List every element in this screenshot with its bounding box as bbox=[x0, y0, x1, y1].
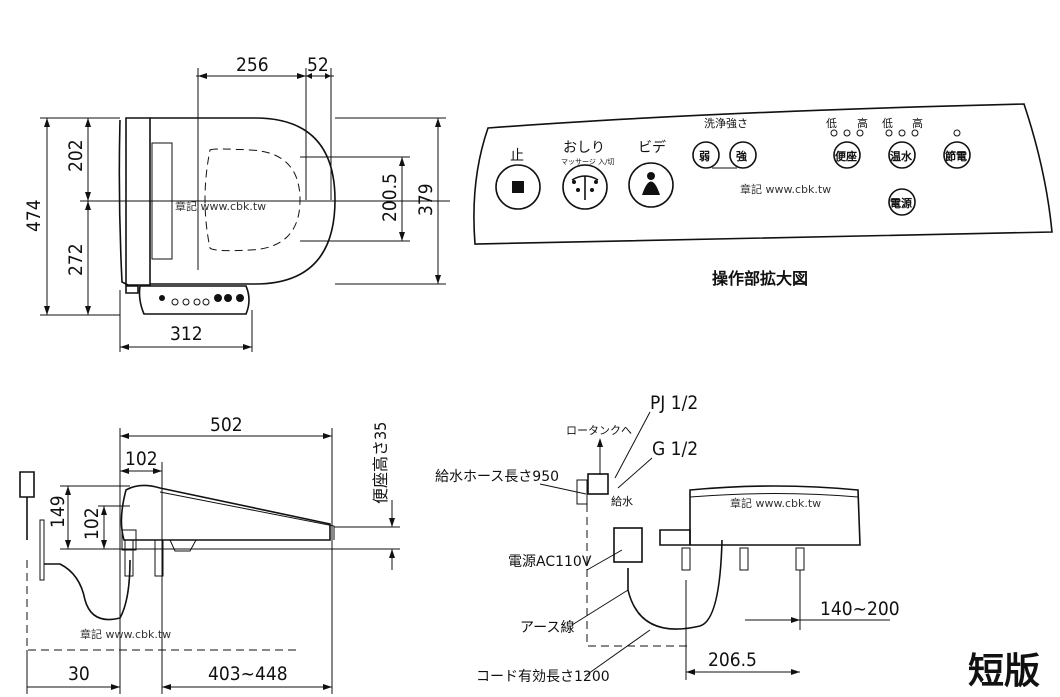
version-label: 短版 bbox=[968, 651, 1040, 692]
lowtank-label: ロータンクへ bbox=[566, 424, 632, 437]
warm-water-label: 温水 bbox=[890, 149, 913, 163]
dim-256: 256 bbox=[236, 54, 269, 76]
dim-30: 30 bbox=[68, 663, 90, 685]
dim-seat-height: 便座高さ35 bbox=[371, 422, 390, 504]
power-label: 電源 bbox=[890, 196, 912, 210]
stop-square-icon bbox=[512, 181, 524, 193]
dim-149: 149 bbox=[47, 495, 69, 528]
weak-button[interactable] bbox=[692, 141, 720, 169]
dim-52: 52 bbox=[307, 54, 329, 76]
warm-water-button[interactable] bbox=[888, 141, 916, 169]
dim-474: 474 bbox=[23, 199, 45, 232]
dim-102a: 102 bbox=[125, 448, 158, 470]
install-view: PJ 1/2 ロータンクへ G 1/2 給水ホース長さ950 給水 電源AC11… bbox=[435, 392, 900, 685]
dim-202: 202 bbox=[65, 139, 87, 172]
save-label: 節電 bbox=[945, 149, 967, 163]
strong-button[interactable] bbox=[729, 141, 757, 169]
dim-502: 502 bbox=[210, 414, 243, 436]
watermark: 章記 www.cbk.tw bbox=[730, 496, 821, 510]
watermark: 章記 www.cbk.tw bbox=[80, 627, 171, 641]
weak-label: 弱 bbox=[699, 150, 710, 163]
earth-label: アース線 bbox=[520, 620, 574, 636]
dim-379: 379 bbox=[415, 183, 437, 216]
watermark: 章記 www.cbk.tw bbox=[175, 199, 266, 213]
bidet-button[interactable] bbox=[628, 162, 674, 208]
dim-102b: 102 bbox=[81, 507, 103, 540]
dim-272: 272 bbox=[65, 243, 87, 276]
power-button[interactable] bbox=[888, 188, 916, 216]
strength-title: 洗浄強さ bbox=[704, 116, 748, 130]
bidet-label: ビデ bbox=[638, 139, 666, 156]
power-label: 電源AC110V bbox=[508, 554, 592, 570]
oshiri-spray-icon bbox=[571, 175, 599, 200]
control-panel: 止 おしり マッサージ 入/切 ビデ 洗浄強さ 弱 強 低 高 便座 低 高 温… bbox=[473, 103, 1053, 288]
stop-label: 止 bbox=[510, 148, 524, 164]
seat-high-label: 高 bbox=[857, 116, 868, 130]
dim-range: 403~448 bbox=[208, 663, 288, 685]
supply-label: 給水 bbox=[611, 494, 633, 508]
hose-label: 給水ホース長さ950 bbox=[435, 469, 559, 485]
seat-low-label: 低 bbox=[826, 117, 837, 130]
dim-140-200: 140~200 bbox=[820, 598, 900, 620]
top-view: 256 52 474 202 272 200.5 bbox=[23, 54, 450, 352]
dim-200-5: 200.5 bbox=[379, 173, 401, 222]
dim-206-5: 206.5 bbox=[708, 649, 757, 671]
cord-label: コード有効長さ1200 bbox=[476, 669, 610, 685]
save-button[interactable] bbox=[943, 141, 971, 169]
pj-label: PJ 1/2 bbox=[650, 392, 698, 414]
oshiri-label: おしり bbox=[563, 140, 605, 156]
dim-312: 312 bbox=[170, 323, 203, 345]
seat-label: 便座 bbox=[835, 149, 857, 163]
strong-label: 強 bbox=[736, 149, 747, 163]
water-high-label: 高 bbox=[912, 116, 923, 130]
water-low-label: 低 bbox=[882, 117, 893, 130]
massage-label: マッサージ 入/切 bbox=[561, 158, 614, 166]
oshiri-button[interactable] bbox=[562, 164, 608, 210]
seat-button[interactable] bbox=[833, 141, 861, 169]
bidet-icon bbox=[642, 181, 660, 195]
stop-button[interactable] bbox=[495, 164, 541, 210]
watermark: 章記 www.cbk.tw bbox=[740, 182, 831, 196]
panel-caption: 操作部拡大図 bbox=[712, 269, 808, 288]
g-label: G 1/2 bbox=[652, 438, 698, 460]
side-view: 502 102 149 102 便座高さ35 bbox=[19, 414, 400, 694]
